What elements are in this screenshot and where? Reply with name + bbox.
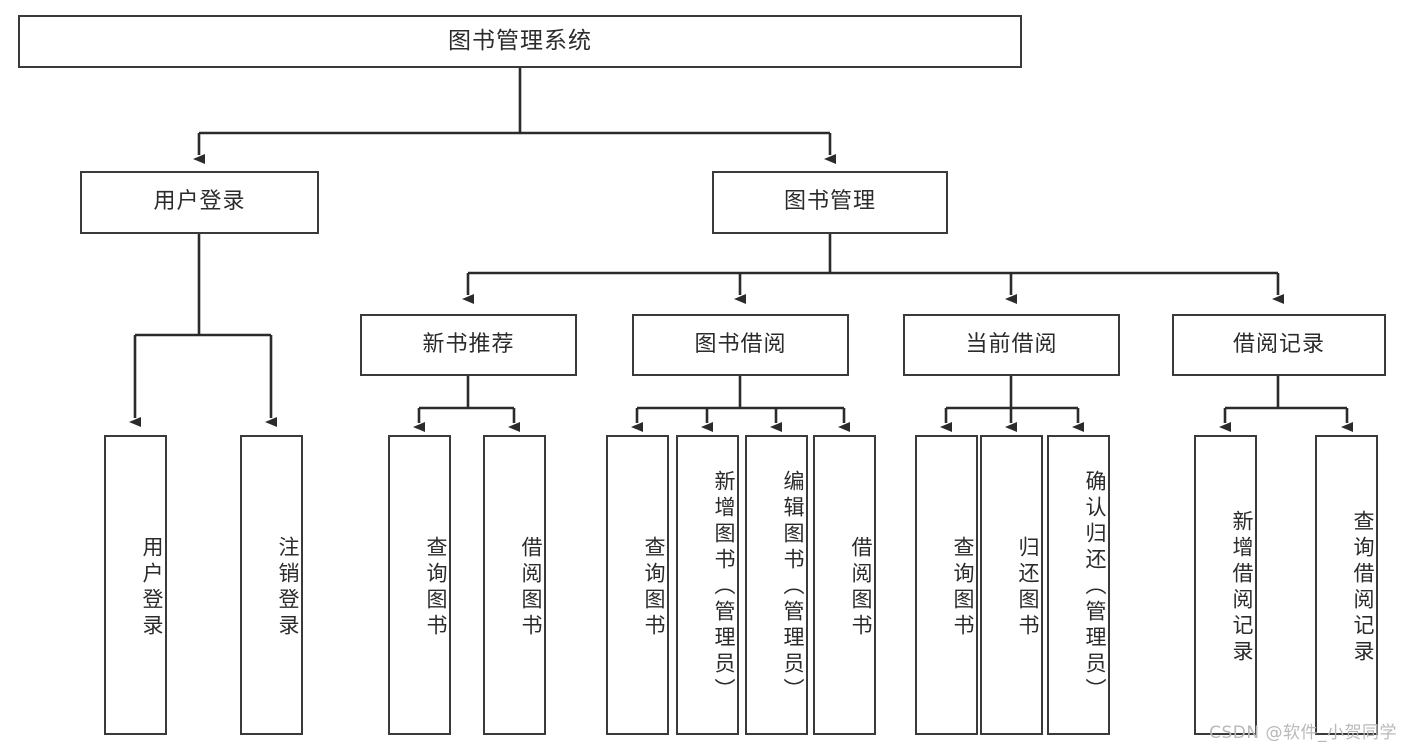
node-label: 新书推荐 bbox=[422, 331, 515, 357]
node-label: 查询图书 bbox=[424, 536, 448, 640]
node-root-book-management-system[interactable]: 图书管理系统 bbox=[18, 15, 1022, 68]
node-label: 确认归还（管理员） bbox=[1083, 470, 1107, 704]
watermark-text: CSDN @软件_小贺同学 bbox=[1209, 723, 1397, 743]
node-label: 当前借阅 bbox=[965, 331, 1058, 357]
leaf-current-borrow-confirm-return-admin[interactable]: 确认归还（管理员） bbox=[1047, 435, 1110, 735]
node-label: 编辑图书（管理员） bbox=[781, 470, 805, 704]
node-label: 用户登录 bbox=[140, 536, 164, 640]
node-label: 归还图书 bbox=[1016, 536, 1040, 640]
leaf-new-book-query-book[interactable]: 查询图书 bbox=[388, 435, 451, 735]
leaf-current-borrow-query-book[interactable]: 查询图书 bbox=[915, 435, 978, 735]
node-label: 图书管理系统 bbox=[448, 27, 592, 54]
node-label: 图书借阅 bbox=[694, 331, 787, 357]
leaf-borrow-record-query-record[interactable]: 查询借阅记录 bbox=[1315, 435, 1378, 735]
node-current-borrow[interactable]: 当前借阅 bbox=[903, 314, 1120, 376]
leaf-book-borrow-edit-book-admin[interactable]: 编辑图书（管理员） bbox=[745, 435, 808, 735]
leaf-new-book-borrow-book[interactable]: 借阅图书 bbox=[483, 435, 546, 735]
leaf-borrow-record-add-record[interactable]: 新增借阅记录 bbox=[1194, 435, 1257, 735]
leaf-book-borrow-query-book[interactable]: 查询图书 bbox=[606, 435, 669, 735]
node-label: 借阅图书 bbox=[849, 536, 873, 640]
node-new-book-recommend[interactable]: 新书推荐 bbox=[360, 314, 577, 376]
leaf-user-login-signout[interactable]: 注销登录 bbox=[240, 435, 303, 735]
node-label: 查询图书 bbox=[642, 536, 666, 640]
node-label: 新增图书（管理员） bbox=[712, 470, 736, 704]
leaf-current-borrow-return-book[interactable]: 归还图书 bbox=[980, 435, 1043, 735]
node-label: 借阅记录 bbox=[1232, 331, 1325, 357]
node-borrow-record[interactable]: 借阅记录 bbox=[1172, 314, 1386, 376]
node-label: 查询借阅记录 bbox=[1351, 510, 1375, 666]
node-user-login[interactable]: 用户登录 bbox=[80, 171, 319, 234]
node-label: 借阅图书 bbox=[519, 536, 543, 640]
node-label: 新增借阅记录 bbox=[1230, 510, 1254, 666]
node-label: 图书管理 bbox=[783, 189, 876, 215]
node-label: 用户登录 bbox=[153, 189, 246, 215]
leaf-book-borrow-add-book-admin[interactable]: 新增图书（管理员） bbox=[676, 435, 739, 735]
node-label: 注销登录 bbox=[276, 536, 300, 640]
node-label: 查询图书 bbox=[951, 536, 975, 640]
node-book-borrow[interactable]: 图书借阅 bbox=[632, 314, 849, 376]
leaf-book-borrow-borrow-book[interactable]: 借阅图书 bbox=[813, 435, 876, 735]
leaf-user-login-signin[interactable]: 用户登录 bbox=[104, 435, 167, 735]
node-book-management[interactable]: 图书管理 bbox=[712, 171, 948, 234]
